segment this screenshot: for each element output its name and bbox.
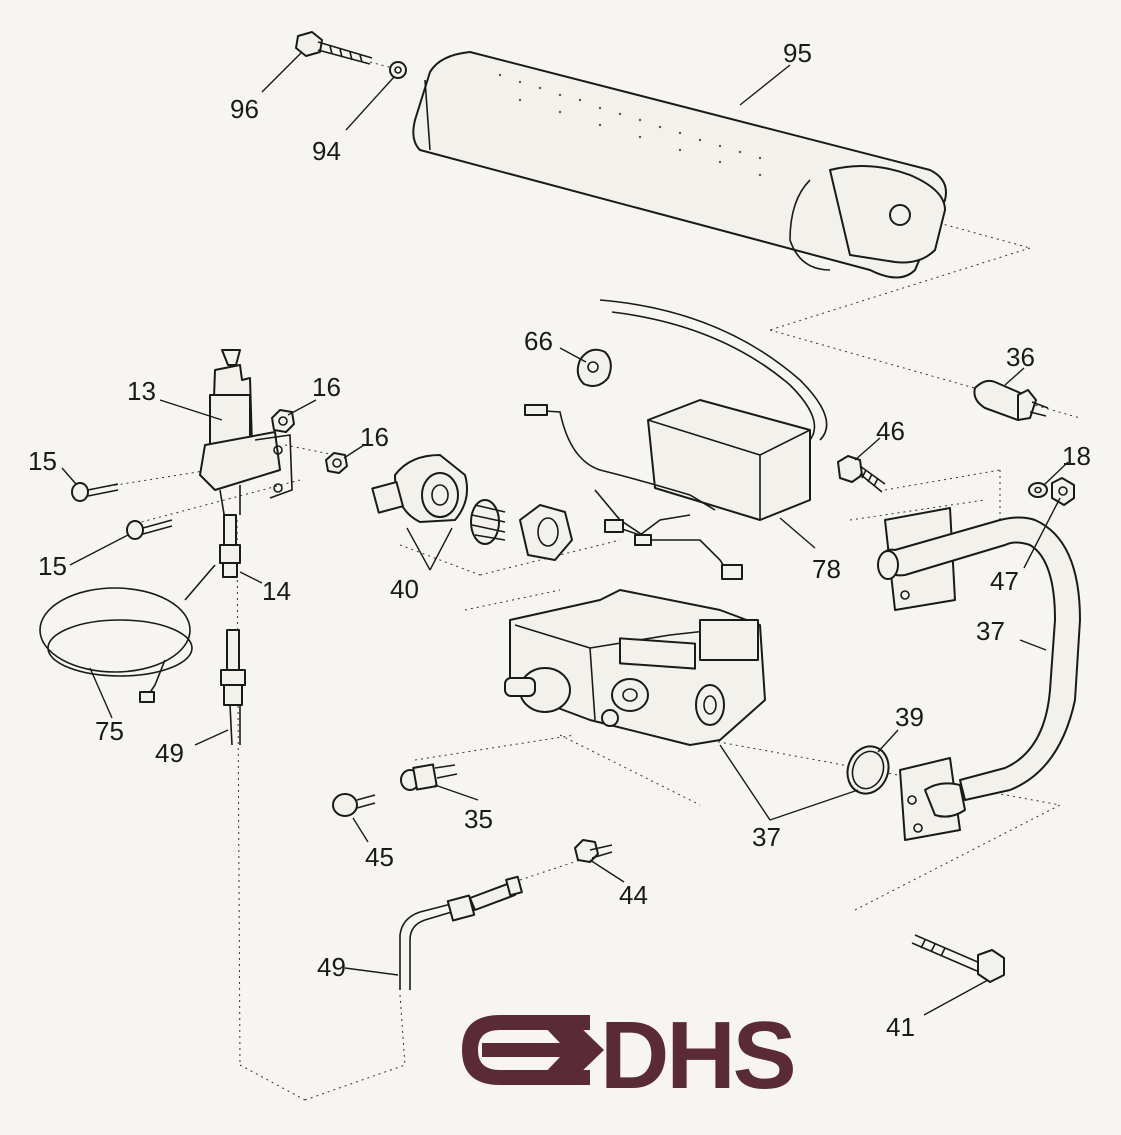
pilot-tube-49b: [399, 875, 523, 990]
callout-13: 13: [127, 376, 156, 406]
bolt-41: [911, 934, 1005, 983]
callout-16-upper: 16: [312, 372, 341, 402]
washer-94: [389, 61, 407, 79]
callout-14: 14: [262, 576, 291, 606]
bolt-46: [837, 455, 886, 493]
callout-41: 41: [886, 1012, 915, 1042]
callout-95: 95: [783, 38, 812, 68]
callout-35: 35: [464, 804, 493, 834]
o-ring-39: [846, 745, 890, 795]
screw-15b: [126, 519, 173, 540]
wire-75: [39, 564, 216, 703]
callout-66: 66: [524, 326, 553, 356]
callout-44: 44: [619, 880, 648, 910]
callout-40: 40: [390, 574, 419, 604]
dhs-logo: DHS: [462, 1002, 797, 1109]
gas-connector-40: [371, 454, 573, 561]
callout-49-upper: 49: [155, 738, 184, 768]
gas-valve-body: [504, 589, 766, 746]
grommet-66: [576, 348, 612, 387]
callout-96: 96: [230, 94, 259, 124]
callout-37-pipe: 37: [976, 616, 1005, 646]
screw-45: [332, 793, 376, 817]
injector-36: [973, 379, 1049, 421]
callouts: 96 94 95 66 36 13 16 16 15 15 14 75 49 4…: [28, 38, 1091, 1042]
thermocouple-49a: [220, 629, 246, 746]
callout-46: 46: [876, 416, 905, 446]
callout-47: 47: [990, 566, 1019, 596]
callout-18: 18: [1062, 441, 1091, 471]
screw-96: [295, 31, 373, 65]
callout-36: 36: [1006, 342, 1035, 372]
fitting-14: [219, 514, 241, 578]
gas-pipe-37: [877, 507, 1081, 841]
callout-37-valve: 37: [752, 822, 781, 852]
logo-text: DHS: [600, 1002, 794, 1109]
callout-49-lower: 49: [317, 952, 346, 982]
callout-16-lower: 16: [360, 422, 389, 452]
nut-47: [1051, 477, 1075, 506]
callout-39: 39: [895, 702, 924, 732]
callout-78: 78: [812, 554, 841, 584]
nut-44: [574, 839, 613, 863]
screw-15a: [71, 482, 119, 502]
dhs-logo-mark: [462, 1015, 604, 1085]
callout-75: 75: [95, 716, 124, 746]
ignition-electrode-unit: [199, 349, 293, 521]
callout-45: 45: [365, 842, 394, 872]
nipple-35: [400, 763, 458, 791]
burner-tube: [412, 51, 947, 279]
callout-15-lower: 15: [38, 551, 67, 581]
callout-94: 94: [312, 136, 341, 166]
washer-18: [1028, 482, 1048, 498]
nut-16b: [325, 452, 348, 474]
callout-15-upper: 15: [28, 446, 57, 476]
leader-lines: [61, 51, 1069, 1016]
control-box-78: [524, 299, 828, 580]
